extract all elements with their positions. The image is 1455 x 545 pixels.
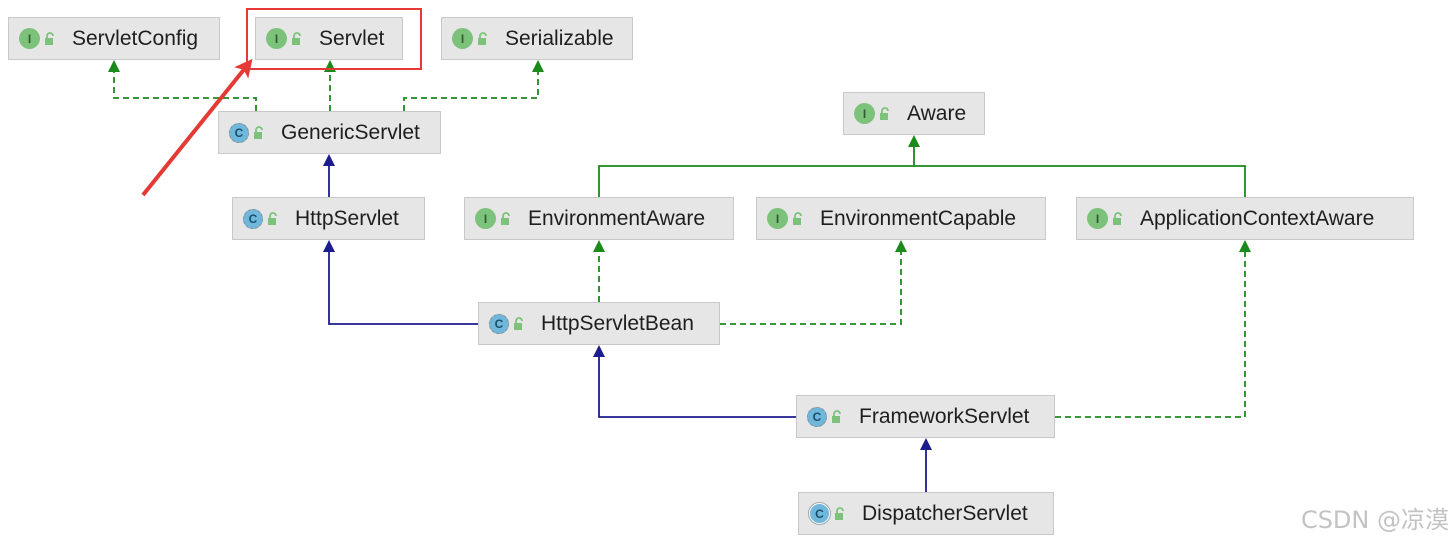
node-label: EnvironmentCapable: [820, 206, 1017, 230]
lock-icon: [501, 211, 510, 225]
node-httpservletbean[interactable]: C HttpServletBean: [478, 302, 720, 345]
node-label: Servlet: [319, 26, 385, 50]
lock-icon: [478, 31, 487, 45]
class-icon: C: [809, 503, 830, 524]
interface-icon: I: [266, 28, 287, 49]
interface-icon: I: [854, 103, 875, 124]
interface-icon: I: [475, 208, 496, 229]
edge-frameworkservlet-httpservletbean: [593, 345, 796, 418]
node-serializable[interactable]: I Serializable: [441, 17, 633, 60]
lock-icon: [292, 31, 301, 45]
node-label: FrameworkServlet: [859, 404, 1030, 428]
node-label: ServletConfig: [72, 26, 199, 50]
abstract-class-icon: C: [489, 313, 509, 334]
edge-genericservlet-servletconfig: [108, 60, 257, 111]
node-applicationcontextaware[interactable]: I ApplicationContextAware: [1076, 197, 1414, 240]
servlet-highlight-box: [246, 8, 422, 70]
node-frameworkservlet[interactable]: C FrameworkServlet: [796, 395, 1055, 438]
lock-icon: [832, 409, 841, 423]
red-annotation-arrow: [141, 58, 253, 197]
edge-environmentaware-aware: [598, 135, 920, 197]
interface-icon: I: [452, 28, 473, 49]
abstract-class-icon: C: [243, 208, 263, 229]
node-dispatcherservlet[interactable]: C DispatcherServlet: [798, 492, 1054, 535]
lock-icon: [793, 211, 802, 225]
watermark: CSDN @凉漠: [1300, 506, 1449, 534]
node-httpservlet[interactable]: C HttpServlet: [232, 197, 425, 240]
interface-icon: I: [767, 208, 788, 229]
node-label: HttpServletBean: [541, 311, 694, 335]
node-environmentaware[interactable]: I EnvironmentAware: [464, 197, 734, 240]
node-label: EnvironmentAware: [528, 206, 706, 230]
lock-icon: [880, 106, 889, 120]
interface-icon: I: [19, 28, 40, 49]
node-genericservlet[interactable]: C GenericServlet: [218, 111, 441, 154]
edge-httpservletbean-environmentcapable: [720, 240, 907, 325]
edge-frameworkservlet-applicationcontextaware: [1055, 240, 1251, 418]
abstract-class-icon: C: [229, 122, 249, 143]
lock-icon: [1113, 211, 1122, 225]
edge-applicationcontextaware-aware: [914, 165, 1246, 197]
node-label: HttpServlet: [295, 206, 399, 230]
node-servlet[interactable]: I Servlet: [255, 17, 403, 60]
node-label: GenericServlet: [281, 120, 420, 144]
node-environmentcapable[interactable]: I EnvironmentCapable: [756, 197, 1046, 240]
node-label: Serializable: [505, 26, 614, 50]
abstract-class-icon: C: [807, 406, 827, 427]
node-label: DispatcherServlet: [862, 501, 1028, 525]
lock-icon: [514, 316, 523, 330]
lock-icon: [45, 31, 54, 45]
edge-httpservletbean-httpservlet: [323, 240, 478, 325]
lock-icon: [268, 211, 277, 225]
edge-genericservlet-serializable: [403, 60, 544, 111]
lock-icon: [835, 506, 844, 520]
node-label: ApplicationContextAware: [1140, 206, 1375, 230]
lock-icon: [254, 125, 263, 139]
interface-icon: I: [1087, 208, 1108, 229]
node-aware[interactable]: I Aware: [843, 92, 985, 135]
node-label: Aware: [907, 101, 967, 125]
node-servletconfig[interactable]: I ServletConfig: [8, 17, 220, 60]
